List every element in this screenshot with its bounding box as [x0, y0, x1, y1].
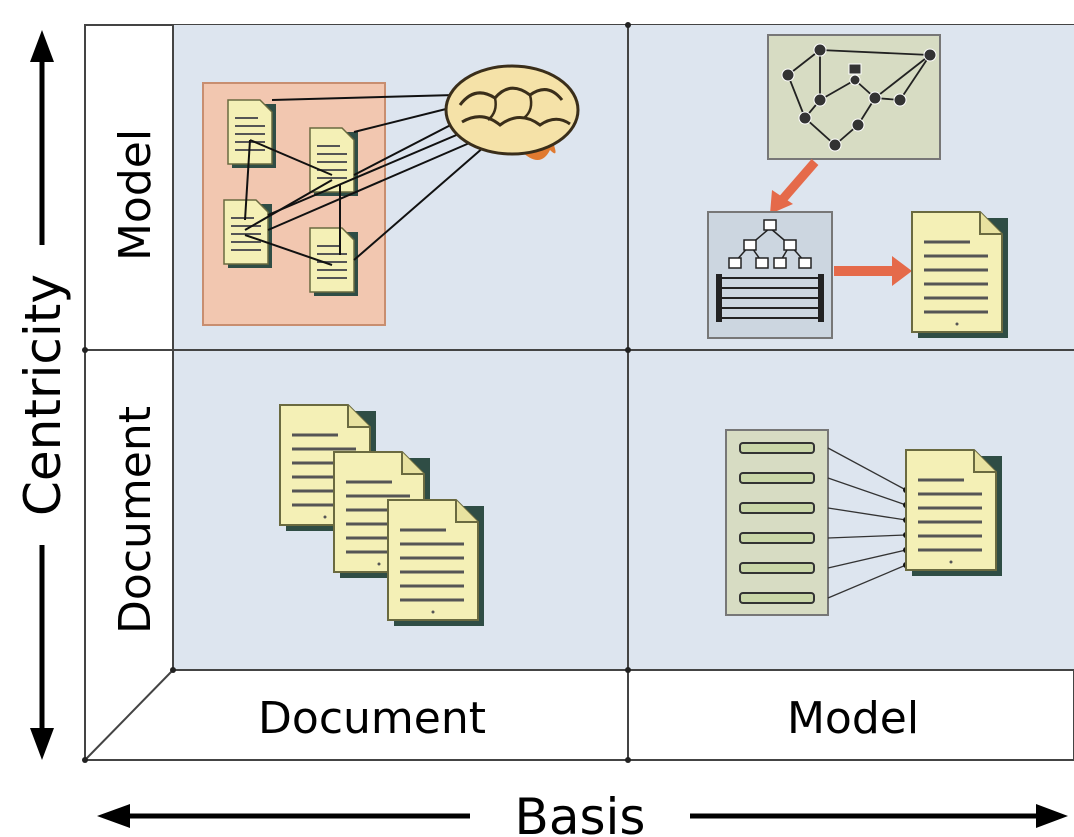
row-label-model: Model	[110, 129, 161, 261]
cell-model-model	[707, 34, 1010, 340]
document-icon	[309, 227, 359, 297]
document-icon	[386, 498, 486, 628]
document-icon	[309, 127, 359, 197]
quadrant-document-model	[628, 350, 1074, 670]
basis-axis-title: Basis	[515, 788, 646, 837]
basis-axis: Basis	[97, 788, 1068, 837]
structured-list-icon	[725, 429, 829, 616]
centricity-axis: Centricity	[14, 30, 72, 760]
transform-arrow	[770, 159, 819, 214]
column-label-model: Model	[787, 693, 919, 744]
centricity-axis-title: Centricity	[14, 274, 72, 516]
tree-model-icon	[707, 211, 833, 339]
network-graph-icon	[767, 34, 941, 160]
transform-arrow	[834, 256, 912, 286]
document-icon	[223, 199, 273, 269]
document-icon	[910, 210, 1010, 340]
cell-model-document	[202, 64, 580, 326]
row-label-document: Document	[110, 406, 161, 634]
brain-icon	[444, 64, 580, 160]
cell-document-model	[725, 429, 1004, 616]
column-label-document: Document	[258, 693, 486, 744]
document-icon	[904, 448, 1004, 578]
document-icon	[227, 99, 277, 169]
